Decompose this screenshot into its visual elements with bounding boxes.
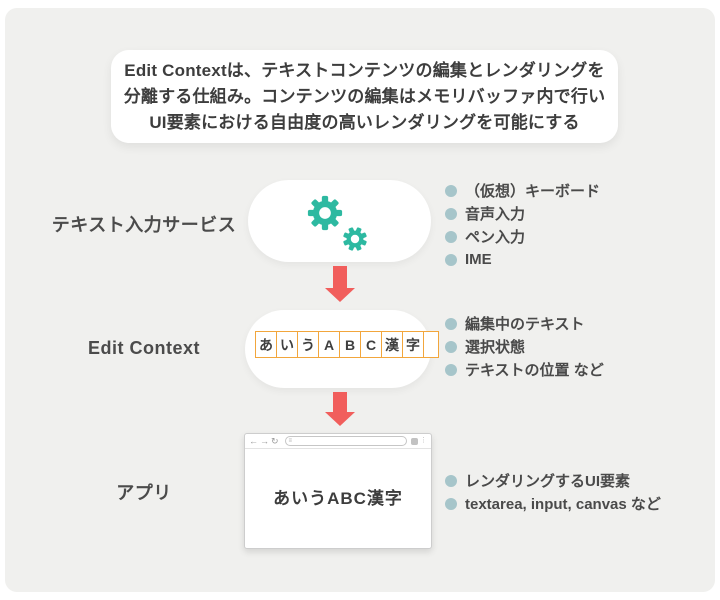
back-icon: ← (249, 436, 258, 446)
list-item: レンダリングするUI要素 (445, 469, 661, 492)
row-label-app: アプリ (116, 483, 172, 503)
list-item: IME (445, 248, 600, 271)
edit-context-pill: あ い う A B C 漢 字 (245, 310, 439, 388)
text-input-service-pill (248, 180, 431, 262)
bullet-label: 音声入力 (465, 206, 526, 223)
bullet-dot-icon (445, 207, 457, 220)
buffer-cell: あ (255, 331, 277, 358)
bullet-dot-icon (445, 253, 457, 266)
text-buffer-cells: あ い う A B C 漢 字 (255, 331, 439, 358)
address-mark-icon: ≡ (288, 438, 293, 444)
buffer-cell: C (360, 331, 382, 358)
rendered-text: あいうABC漢字 (273, 489, 403, 508)
browser-toolbar: ← → ↻ ≡ ⋮ (245, 434, 431, 449)
reload-icon: ↻ (271, 436, 279, 446)
bullet-dot-icon (445, 340, 457, 353)
bullet-label: （仮想）キーボード (465, 183, 601, 200)
avatar-icon (411, 437, 418, 445)
list-item: textarea, input, canvas など (445, 492, 661, 515)
bullet-label: textarea, input, canvas など (465, 496, 661, 513)
header-line-1: Edit Contextは、テキストコンテンツの編集とレンダリングを (124, 60, 605, 80)
menu-dots-icon: ⋮ (420, 437, 427, 444)
text-input-bullet-list: （仮想）キーボード 音声入力 ペン入力 IME (445, 179, 600, 271)
bullet-label: 編集中のテキスト (465, 316, 585, 333)
bullet-label: テキストの位置 など (465, 362, 604, 379)
header-card: Edit Contextは、テキストコンテンツの編集とレンダリングを 分離する仕… (111, 50, 618, 143)
diagram-canvas: Edit Contextは、テキストコンテンツの編集とレンダリングを 分離する仕… (5, 8, 715, 592)
bullet-label: 選択状態 (465, 339, 526, 356)
row-label-edit-context: Edit Context (88, 338, 200, 358)
buffer-cell: 漢 (381, 331, 403, 358)
buffer-cell: A (318, 331, 340, 358)
bullet-dot-icon (445, 230, 457, 243)
header-line-2: 分離する仕組み。コンテンツの編集はメモリバッファ内で行い (123, 86, 606, 106)
list-item: ペン入力 (445, 225, 600, 248)
list-item: テキストの位置 など (445, 358, 604, 381)
bullet-dot-icon (445, 363, 457, 376)
header-line-3: UI要素における自由度の高いレンダリングを可能にする (149, 112, 580, 132)
app-bullet-list: レンダリングするUI要素 textarea, input, canvas など (445, 469, 661, 515)
buffer-cell: B (339, 331, 361, 358)
bullet-label: レンダリングするUI要素 (465, 473, 631, 490)
row-label-text-input-service: テキスト入力サービス (51, 215, 237, 235)
down-arrow-icon (325, 392, 355, 426)
buffer-cell-empty (423, 331, 439, 358)
buffer-cell: 字 (402, 331, 424, 358)
forward-icon: → (260, 436, 269, 446)
gear-small-icon (343, 227, 367, 251)
bullet-dot-icon (445, 317, 457, 330)
buffer-cell: う (297, 331, 319, 358)
bullet-dot-icon (445, 497, 457, 510)
down-arrow-icon (325, 266, 355, 302)
bullet-label: ペン入力 (465, 229, 526, 246)
list-item: （仮想）キーボード (445, 179, 600, 202)
browser-window-mockup: ← → ↻ ≡ ⋮ あいうABC漢字 (244, 433, 432, 549)
address-bar: ≡ (284, 436, 407, 446)
list-item: 選択状態 (445, 335, 604, 358)
bullet-dot-icon (445, 474, 457, 487)
edit-context-bullet-list: 編集中のテキスト 選択状態 テキストの位置 など (445, 312, 604, 381)
bullet-dot-icon (445, 184, 457, 197)
list-item: 編集中のテキスト (445, 312, 604, 335)
gear-large-icon (307, 195, 343, 231)
bullet-label: IME (465, 251, 492, 268)
list-item: 音声入力 (445, 202, 600, 225)
buffer-cell: い (276, 331, 298, 358)
